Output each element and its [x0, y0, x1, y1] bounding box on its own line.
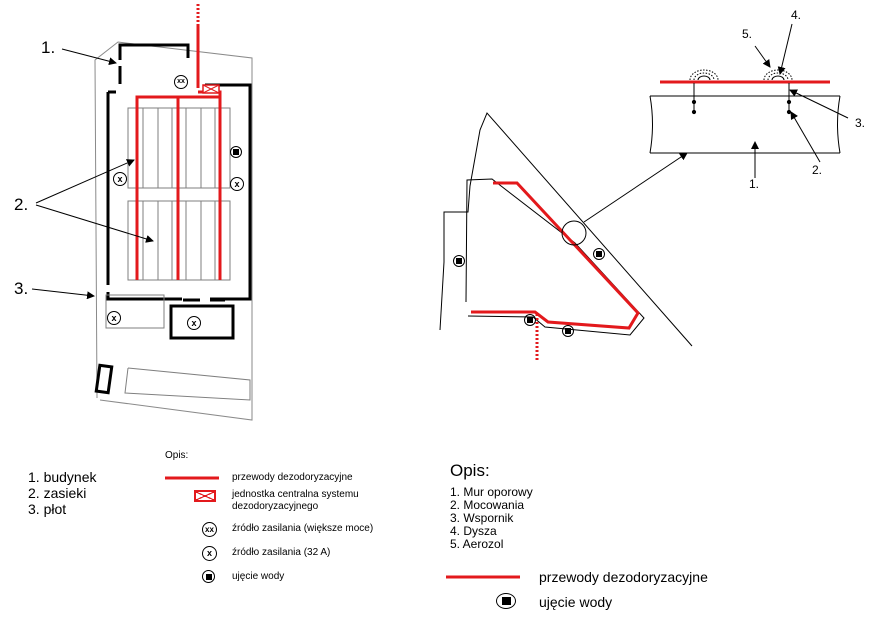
power-32a-icon: x	[230, 177, 244, 191]
retaining-wall-plan	[439, 112, 693, 360]
legend-right-item: 1. Mur oporowy	[450, 485, 533, 499]
building-outline	[106, 43, 252, 301]
power-32a-icon: x	[202, 546, 217, 561]
outbuilding-1	[105, 294, 165, 329]
legend-label-power-large: źródło zasilania (większe moce)	[232, 523, 374, 534]
central-unit-plan	[202, 84, 220, 94]
water-intake-icon	[202, 570, 215, 583]
power-32a-icon: x	[187, 316, 201, 330]
outbuilding-4	[124, 367, 251, 401]
fence-outline	[94, 41, 253, 421]
detail-callout-4: 4.	[791, 8, 802, 22]
power-large-icon: xx	[202, 522, 217, 537]
legend-label-central-unit-line2: dezodoryzacyjnego	[232, 501, 319, 512]
legend-right-item: 2. Mocowania	[450, 498, 525, 512]
detail-circle	[561, 220, 587, 246]
pipes-wall	[471, 181, 640, 360]
legend-right-item: 3. Wspornik	[450, 511, 514, 525]
legend-label-power-32a: źródło zasilania (32 A)	[232, 547, 331, 558]
outbuilding-3	[94, 363, 114, 395]
water-intake-icon	[562, 325, 574, 337]
central-unit-icon	[194, 490, 216, 502]
site-plan	[31, 4, 253, 421]
legend-right-heading: Opis:	[450, 461, 490, 480]
list-item: 1. budynek	[28, 469, 97, 485]
legend-label-pipes: przewody dezodoryzacyjne	[232, 472, 353, 483]
list-item: 2. zasieki	[28, 485, 87, 501]
legend-right-item: 4. Dysza	[450, 524, 497, 538]
legend-right-pipes-label: przewody dezodoryzacyjne	[539, 569, 708, 585]
outbuilding-2	[169, 298, 235, 340]
plan-callout-2: 2.	[14, 195, 29, 214]
detail-callout-5: 5.	[742, 27, 753, 41]
power-32a-icon: x	[113, 172, 127, 186]
water-intake-icon	[593, 248, 605, 260]
detail-callout-2: 2.	[812, 163, 823, 177]
wall-detail	[649, 23, 849, 178]
aerosol-2	[763, 69, 793, 81]
water-intake-icon	[524, 314, 536, 326]
plot-outline-right	[439, 112, 693, 347]
aerosol-1	[689, 69, 719, 81]
power-32a-icon: x	[107, 311, 121, 325]
list-item: 3. płot	[28, 501, 67, 517]
detail-callout-1: 1.	[749, 177, 760, 191]
legend-label-central-unit-line1: jednostka centralna systemu	[232, 489, 359, 500]
plan-callout-1: 1.	[41, 38, 56, 57]
water-intake-icon	[230, 146, 242, 158]
legend-right-water-label: ujęcie wody	[539, 594, 613, 610]
legend-heading: Opis:	[165, 450, 189, 461]
legend-right-item: 5. Aerozol	[450, 537, 504, 551]
storage-bays	[127, 107, 231, 281]
water-intake-icon	[496, 593, 516, 609]
water-intake-icon	[453, 255, 465, 267]
power-large-icon: xx	[174, 75, 188, 89]
detail-callout-3: 3.	[855, 116, 866, 130]
legend-label-water: ujęcie wody	[232, 571, 285, 582]
plan-callout-3: 3.	[14, 279, 29, 298]
wall-outline	[465, 178, 645, 336]
